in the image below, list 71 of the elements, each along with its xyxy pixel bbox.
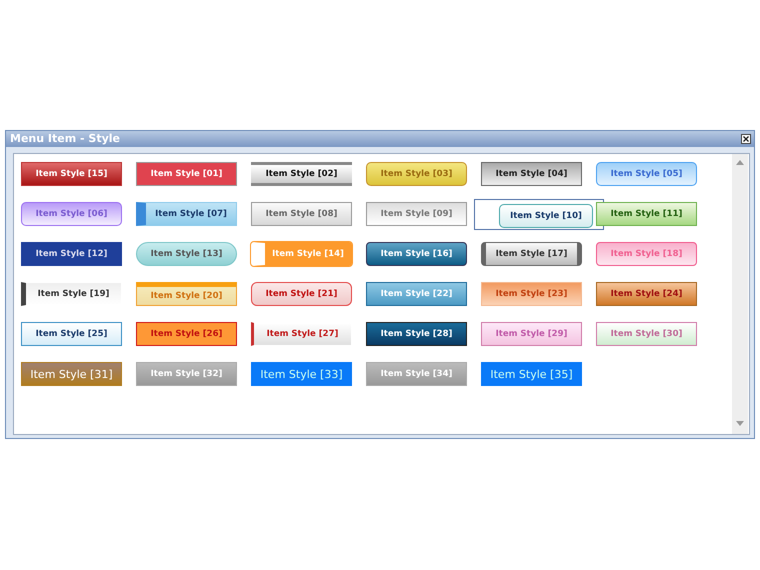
style-swatch xyxy=(21,282,122,306)
style-swatch xyxy=(21,202,122,226)
style-swatch xyxy=(251,322,352,346)
swatch-label: Item Style [23] xyxy=(496,289,568,299)
style-swatch xyxy=(366,162,467,186)
swatch-label: Item Style [01] xyxy=(150,169,222,179)
swatch-label: Item Style [17] xyxy=(496,249,568,259)
style-swatch xyxy=(136,322,237,346)
style-swatch xyxy=(366,322,467,346)
style-swatch xyxy=(481,362,582,386)
swatch-label: Item Style [25] xyxy=(36,329,108,339)
swatch-label: Item Style [03] xyxy=(380,169,452,179)
style-swatch xyxy=(481,162,582,186)
swatch-label: Item Style [32] xyxy=(150,369,222,379)
swatch-label: Item Style [04] xyxy=(496,169,568,179)
swatch-label: Item Style [33] xyxy=(260,368,343,380)
style-swatch xyxy=(251,242,352,266)
swatch-label: Item Style [14] xyxy=(272,249,344,259)
swatch-label: Item Style [30] xyxy=(610,329,682,339)
style-swatch xyxy=(251,362,352,386)
style-swatch xyxy=(366,362,467,386)
style-swatch xyxy=(136,282,237,306)
swatch-label: Item Style [06] xyxy=(36,209,108,219)
style-swatch xyxy=(481,282,582,306)
style-swatch xyxy=(366,282,467,306)
style-swatch xyxy=(21,242,122,266)
style-swatch xyxy=(136,202,237,226)
style-swatch xyxy=(481,322,582,346)
window-title: Menu Item - Style xyxy=(10,132,120,145)
swatch-label: Item Style [22] xyxy=(380,289,452,299)
swatch-label: Item Style [13] xyxy=(150,249,222,259)
swatch-label: Item Style [11] xyxy=(610,209,682,219)
style-swatch xyxy=(136,242,237,266)
style-swatch xyxy=(366,242,467,266)
style-swatch xyxy=(21,162,122,186)
swatch-label: Item Style [21] xyxy=(266,289,338,299)
swatch-label: Item Style [27] xyxy=(266,329,338,339)
style-swatch xyxy=(136,162,237,186)
style-swatch xyxy=(366,202,467,226)
style-swatch xyxy=(481,242,582,266)
style-swatch xyxy=(596,282,697,306)
style-swatch xyxy=(499,204,593,228)
swatch-label: Item Style [35] xyxy=(490,368,573,380)
swatch-label: Item Style [19] xyxy=(38,289,110,299)
swatch-label: Item Style [26] xyxy=(150,329,222,339)
swatch-label: Item Style [28] xyxy=(380,329,452,339)
swatch-label: Item Style [24] xyxy=(610,289,682,299)
style-swatch xyxy=(596,162,697,186)
swatch-label: Item Style [09] xyxy=(380,209,452,219)
style-swatch xyxy=(21,322,122,346)
swatch-label: Item Style [08] xyxy=(266,209,338,219)
style-swatch xyxy=(251,282,352,306)
swatch-label: Item Style [20] xyxy=(150,291,222,301)
swatch-label: Item Style [02] xyxy=(266,169,338,179)
swatch-label: Item Style [18] xyxy=(610,249,682,259)
swatch-label: Item Style [34] xyxy=(380,369,452,379)
swatch-label: Item Style [29] xyxy=(496,329,568,339)
style-swatch xyxy=(136,362,237,386)
swatch-label: Item Style [05] xyxy=(610,169,682,179)
swatch-label: Item Style [31] xyxy=(30,368,113,380)
swatch-label: Item Style [10] xyxy=(510,211,582,221)
style-swatch xyxy=(596,322,697,346)
swatch-label: Item Style [16] xyxy=(380,249,452,259)
style-swatch xyxy=(596,242,697,266)
swatch-label: Item Style [07] xyxy=(155,209,227,219)
style-swatch xyxy=(21,362,122,386)
style-swatch xyxy=(251,202,352,226)
style-swatch xyxy=(596,202,697,226)
swatch-label: Item Style [15] xyxy=(36,169,108,179)
swatch-label: Item Style [12] xyxy=(36,249,108,259)
style-swatch xyxy=(251,162,352,186)
